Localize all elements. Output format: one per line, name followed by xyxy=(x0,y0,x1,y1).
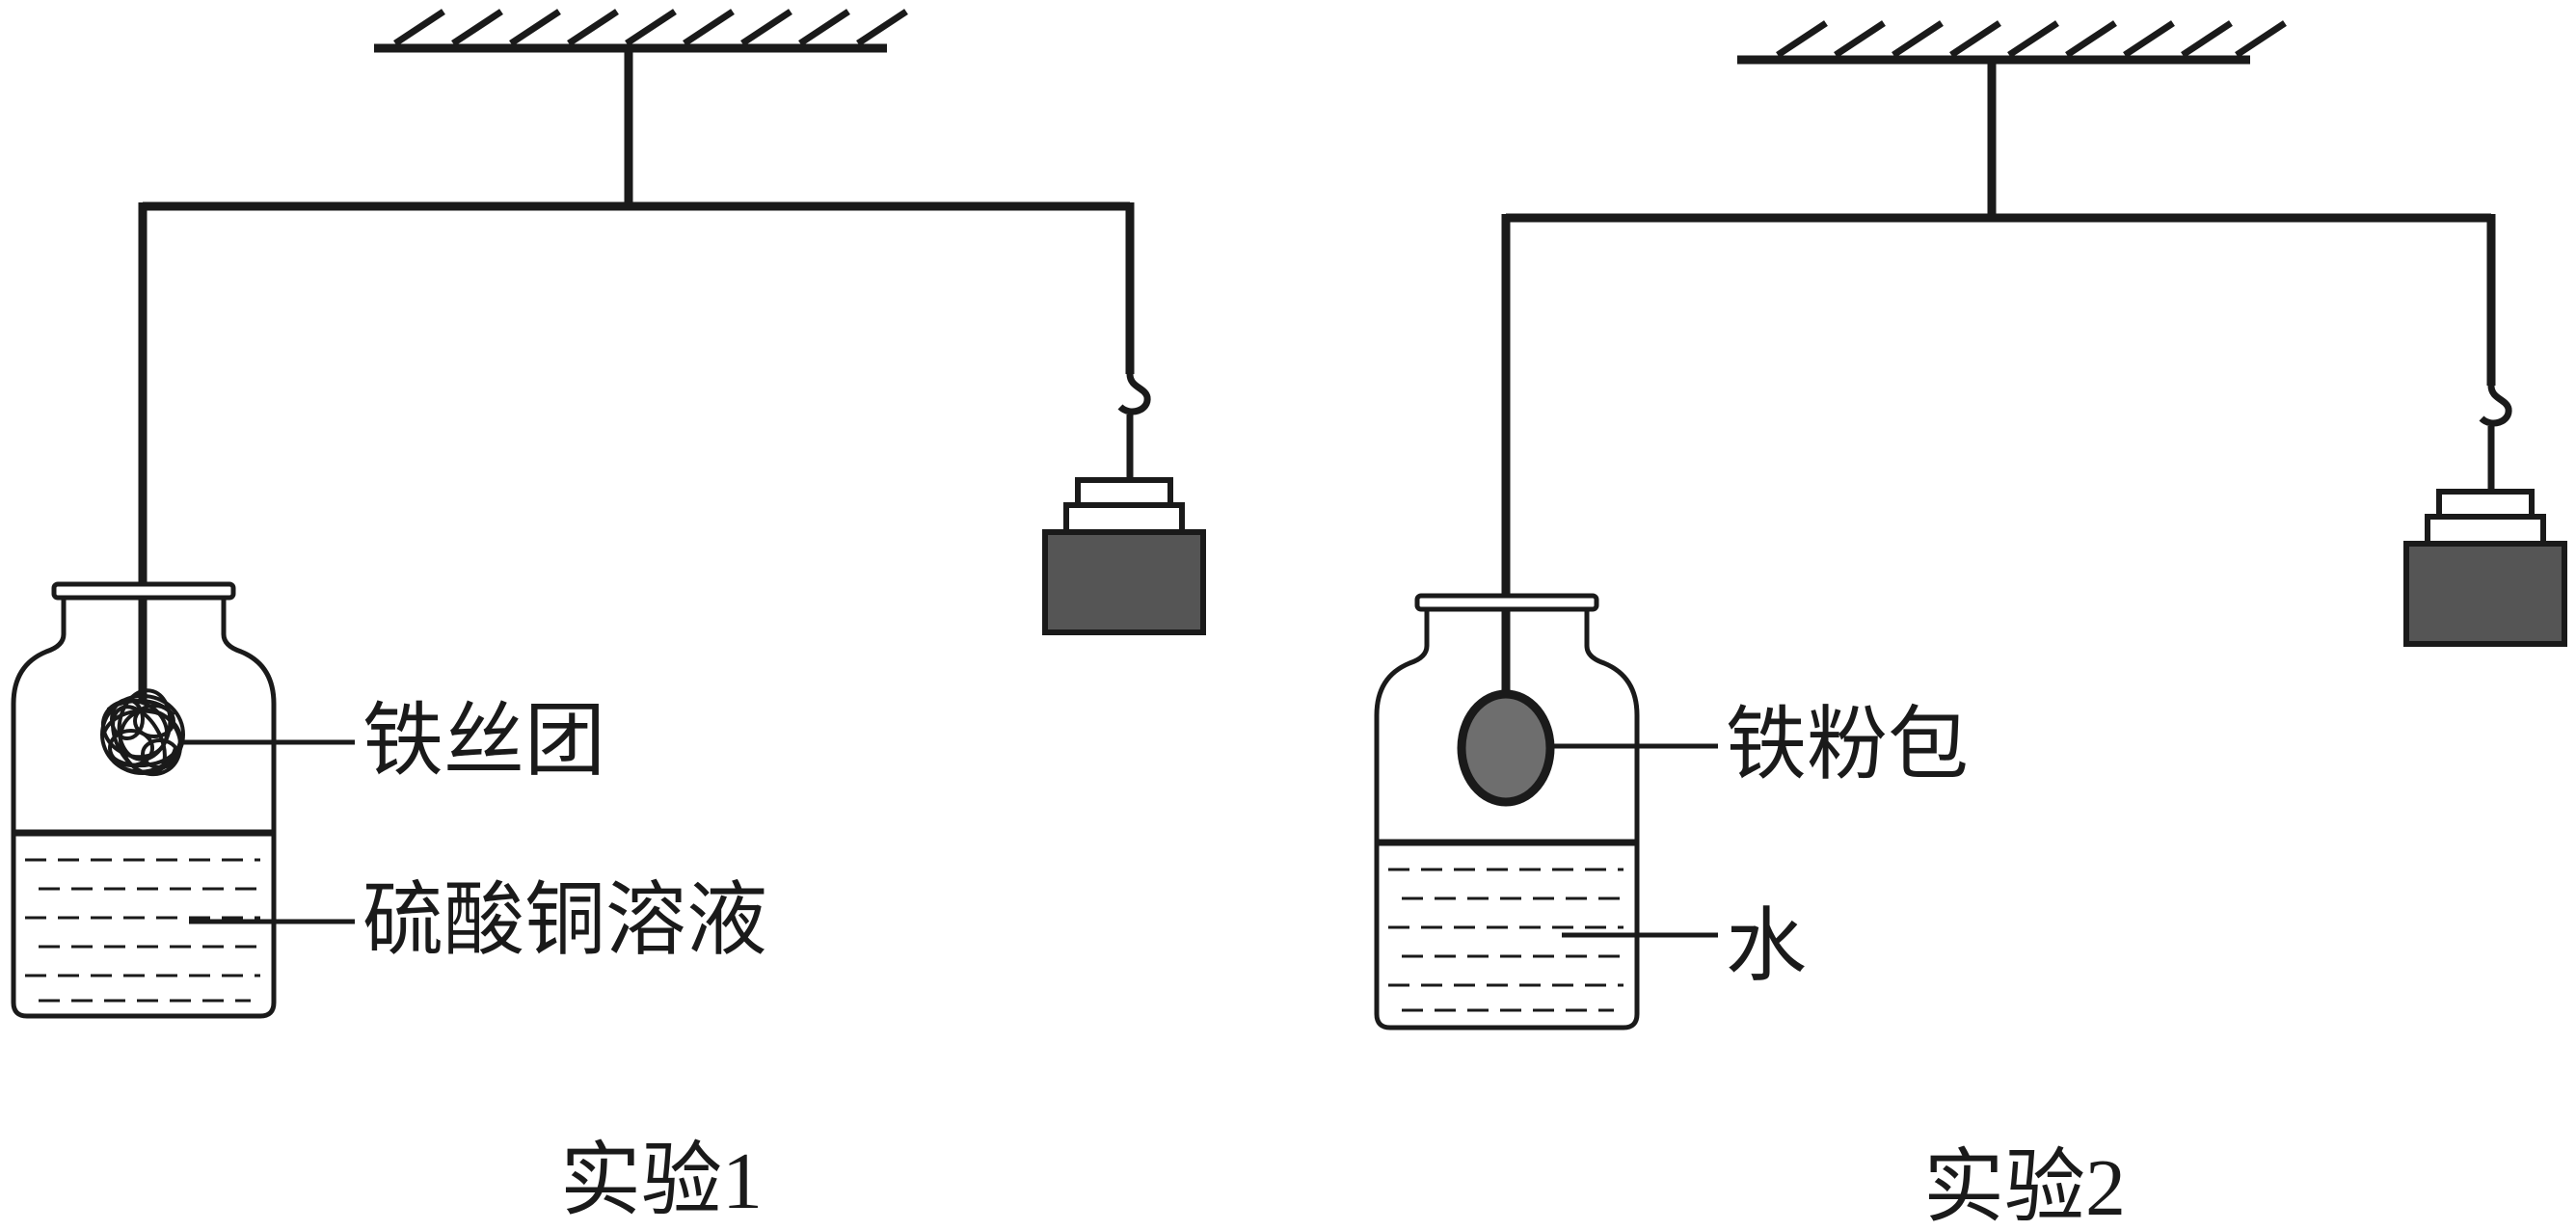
water-liquid xyxy=(1388,868,1623,1012)
water-label: 水 xyxy=(1726,898,1807,993)
experiment-2-caption: 实验2 xyxy=(1923,1143,2126,1231)
ceiling-support-icon xyxy=(374,9,908,53)
weight-icon xyxy=(1042,477,1206,635)
leader-lines xyxy=(183,739,355,924)
glass-jar-icon xyxy=(1374,593,1640,1030)
experiment-1: 铁丝团 硫酸铜溶液 实验1 xyxy=(11,9,1206,1226)
hook-icon xyxy=(2479,385,2512,492)
balance-beam-icon xyxy=(138,48,1135,704)
leader-lines xyxy=(1552,743,1718,938)
copper-sulfate-liquid xyxy=(25,858,260,1003)
copper-sulfate-label: 硫酸铜溶液 xyxy=(362,872,767,967)
experiment-2: 铁粉包 水 实验2 xyxy=(1374,20,2567,1231)
iron-powder-pack-label: 铁粉包 xyxy=(1726,697,1969,791)
powder-pack-icon xyxy=(1457,689,1555,807)
wire-ball-label: 铁丝团 xyxy=(362,693,605,788)
weight-icon xyxy=(2403,489,2567,647)
hook-icon xyxy=(1117,373,1151,480)
glass-jar-icon xyxy=(11,581,277,1019)
experiment-1-caption: 实验1 xyxy=(560,1137,763,1226)
wire-ball-icon xyxy=(100,688,185,777)
ceiling-support-icon xyxy=(1737,20,2287,65)
balance-beam-icon xyxy=(1501,60,2496,694)
